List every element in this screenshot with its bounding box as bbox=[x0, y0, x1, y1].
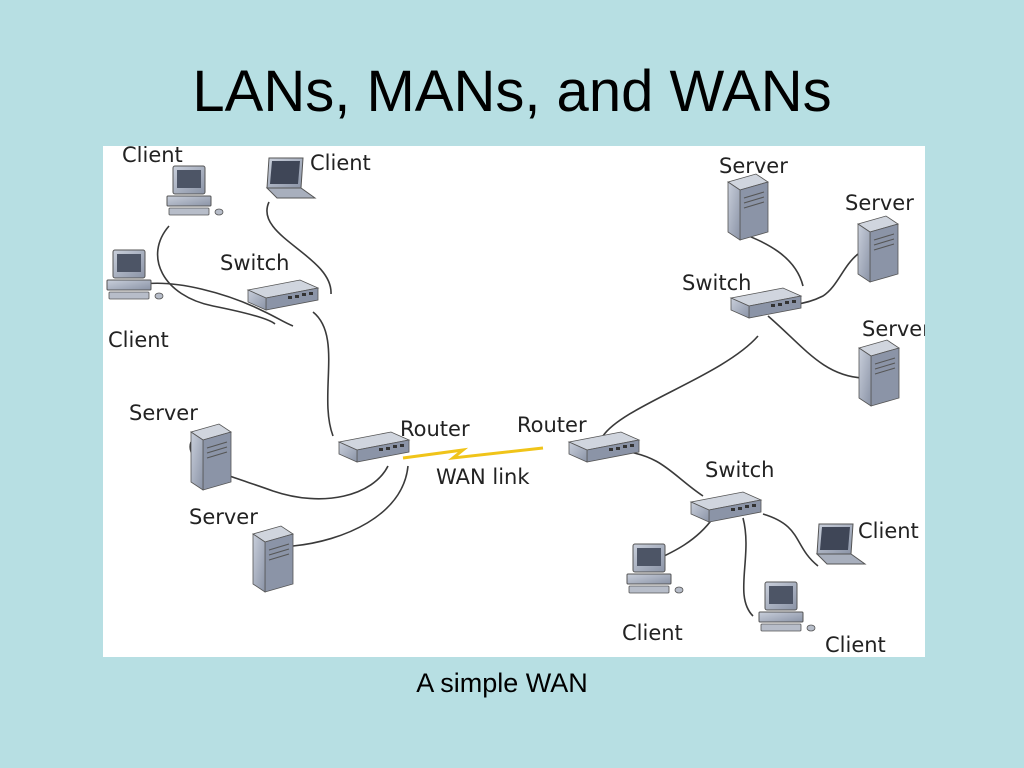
label-client-desktop-tl: Client bbox=[122, 146, 183, 167]
cable-switch-left-router-left bbox=[312, 311, 334, 437]
wan-link-bolt bbox=[402, 446, 544, 461]
slide-title: LANs, MANs, and WANs bbox=[192, 59, 832, 124]
client-desktop-tl-icon bbox=[166, 165, 224, 216]
server-l2-icon bbox=[252, 525, 294, 593]
server-l1-icon bbox=[190, 423, 232, 491]
label-client-laptop-br: Client bbox=[858, 519, 919, 543]
label-client-laptop-tl: Client bbox=[310, 151, 371, 175]
client-desktop-b2-icon bbox=[758, 581, 816, 632]
switch-right-bottom-icon bbox=[690, 491, 762, 523]
label-switch-right-top: Switch bbox=[682, 271, 751, 295]
network-diagram: Client Client Client Switch Server Serve… bbox=[103, 146, 925, 657]
switch-left-icon bbox=[247, 279, 319, 311]
client-laptop-tl-icon bbox=[266, 157, 316, 199]
client-desktop-l-icon bbox=[106, 249, 164, 300]
cable-server-l2-router-left bbox=[292, 465, 409, 547]
label-client-desktop-l: Client bbox=[108, 328, 169, 352]
network-diagram-svg: Client Client Client Switch Server Serve… bbox=[106, 146, 925, 657]
cable-router-right-switch-rb bbox=[622, 450, 704, 497]
server-r3-icon bbox=[858, 339, 900, 407]
diagram-caption: A simple WAN bbox=[416, 668, 588, 698]
cable-desktop-l-switch bbox=[132, 282, 294, 327]
cable-switch-rb-desktop-b2 bbox=[742, 517, 754, 617]
label-router-right: Router bbox=[517, 413, 587, 437]
server-r1-icon bbox=[727, 173, 769, 241]
label-server-r2: Server bbox=[845, 191, 914, 215]
label-router-left: Router bbox=[400, 417, 470, 441]
label-server-r1: Server bbox=[719, 154, 788, 178]
label-switch-right-bottom: Switch bbox=[705, 458, 774, 482]
label-client-desktop-b1: Client bbox=[622, 621, 683, 645]
label-wan-link: WAN link bbox=[436, 465, 530, 489]
cable-router-right-switch-rt bbox=[602, 335, 759, 437]
server-r2-icon bbox=[857, 215, 899, 283]
label-server-l2: Server bbox=[189, 505, 258, 529]
router-left-icon bbox=[338, 431, 410, 463]
cable-laptop-tl-switch bbox=[266, 201, 332, 295]
label-client-desktop-b2: Client bbox=[825, 633, 886, 657]
cable-switch-rt-server-r3 bbox=[767, 315, 864, 379]
cable-desktop-tl-switch bbox=[156, 225, 276, 325]
label-server-l1: Server bbox=[129, 401, 198, 425]
cable-switch-rb-laptop-br bbox=[762, 513, 819, 567]
label-switch-left: Switch bbox=[220, 251, 289, 275]
label-server-r3: Server bbox=[862, 317, 925, 341]
